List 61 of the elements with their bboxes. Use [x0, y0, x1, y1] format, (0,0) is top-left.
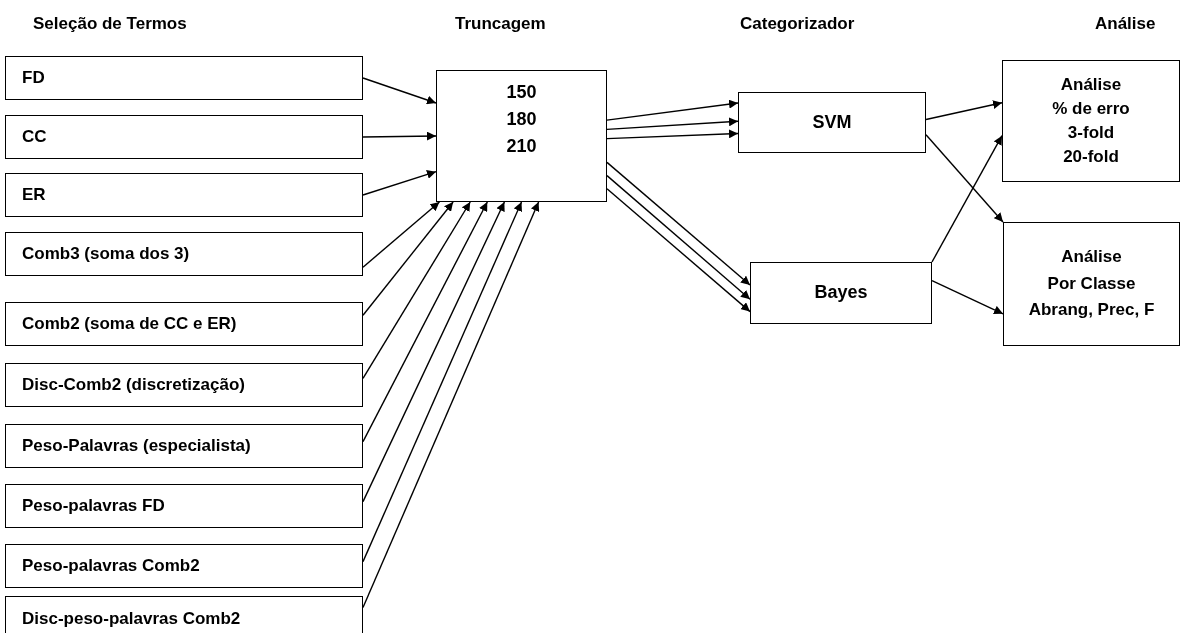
box-text: FD [22, 67, 45, 89]
process-box [5, 484, 363, 528]
arrow [606, 129, 739, 140]
process-box [5, 115, 363, 159]
box-text: Disc-Comb2 (discretização) [22, 374, 245, 396]
arrow [362, 201, 471, 380]
process-box [5, 544, 363, 588]
arrow [362, 201, 506, 503]
box-text: Comb2 (soma de CC e ER) [22, 313, 237, 335]
column-heading: Truncagem [455, 14, 546, 34]
box-text: Peso-palavras FD [22, 495, 165, 517]
arrow [362, 131, 437, 141]
column-heading: Análise [1095, 14, 1156, 34]
box-text: Disc-peso-palavras Comb2 [22, 608, 241, 630]
process-box [5, 232, 363, 276]
box-text: Peso-Palavras (especialista) [22, 435, 251, 457]
arrow [362, 201, 540, 609]
arrow [362, 77, 437, 105]
process-box [5, 596, 363, 633]
box-text: 210 [506, 135, 537, 158]
arrow [606, 117, 739, 131]
box-text: Por Classe [1047, 272, 1136, 295]
box-text: Peso-palavras Comb2 [22, 555, 200, 577]
arrow [925, 134, 1004, 223]
box-text: 3-fold [1067, 122, 1115, 144]
process-box [5, 56, 363, 100]
process-box [436, 70, 607, 202]
process-box [5, 424, 363, 468]
column-heading: Seleção de Termos [33, 14, 187, 34]
arrow [362, 201, 454, 316]
box-text: Abrang, Prec, F [1028, 299, 1155, 322]
box-text: Análise [1060, 74, 1122, 97]
process-box [1002, 60, 1180, 182]
box-text: SVM [812, 111, 852, 134]
arrow [931, 134, 1003, 263]
box-text: Bayes [814, 282, 868, 304]
box-text: 20-fold [1063, 145, 1119, 168]
process-box [5, 302, 363, 346]
box-text: 180 [506, 108, 537, 131]
process-box [738, 92, 926, 153]
arrow [925, 100, 1003, 121]
process-box [1003, 222, 1180, 346]
arrow [362, 201, 488, 443]
process-box [750, 262, 932, 324]
arrow [606, 188, 751, 313]
box-text: ER [22, 184, 46, 206]
column-heading: Categorizador [740, 14, 855, 34]
arrow [362, 201, 523, 563]
box-text: Análise [1061, 246, 1122, 269]
box-text: Comb3 (soma dos 3) [22, 243, 190, 265]
process-box [5, 173, 363, 217]
box-text: CC [22, 126, 47, 148]
arrow [931, 279, 1004, 315]
arrow [606, 174, 751, 300]
arrow [606, 99, 739, 121]
arrow [362, 201, 441, 268]
box-text: 150 [506, 81, 537, 104]
box-text: % de erro [1052, 98, 1130, 121]
arrow [362, 170, 437, 196]
process-box [5, 363, 363, 407]
arrow [606, 161, 751, 286]
